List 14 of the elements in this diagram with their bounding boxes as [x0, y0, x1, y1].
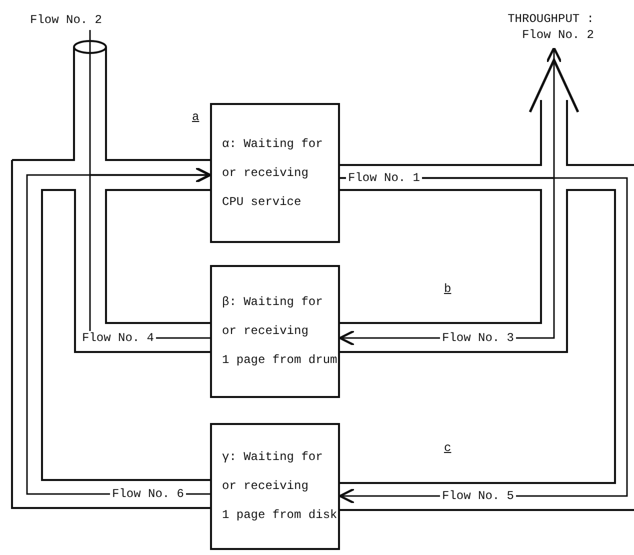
- state-text: 1 page from disk: [222, 507, 338, 524]
- point-label: b: [444, 282, 452, 296]
- flow-label: THROUGHPUT : Flow No. 2: [508, 11, 594, 43]
- flow-label: Flow No. 2: [30, 12, 102, 28]
- point-label: c: [444, 441, 452, 455]
- state-text: 1 page from drum: [222, 352, 338, 369]
- state-box: [210, 265, 340, 398]
- state-text: γ: Waiting for or receiving: [222, 449, 324, 495]
- state-box: [210, 103, 340, 243]
- state-text: α: Waiting for or receiving CPU service: [222, 136, 324, 210]
- state-box: [210, 423, 340, 550]
- flow-arrow: [26, 166, 212, 495]
- state-text: β: Waiting for or receiving: [222, 294, 324, 340]
- point-label: a: [192, 110, 200, 124]
